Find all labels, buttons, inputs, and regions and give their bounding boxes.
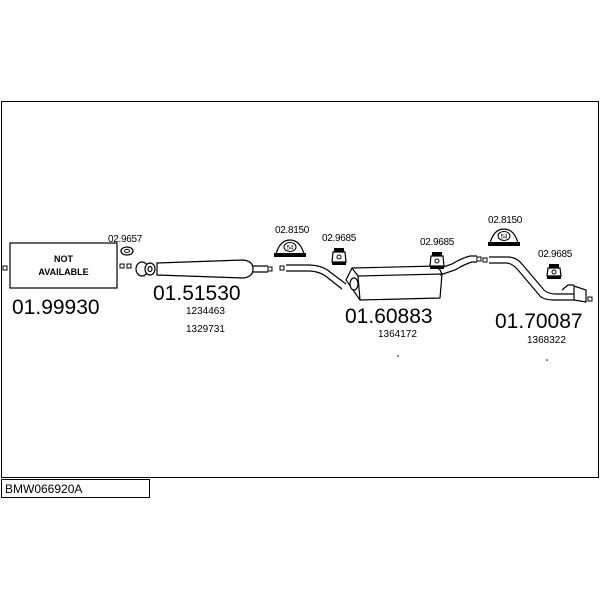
rear-part-number: 01.70087 xyxy=(495,310,583,333)
hanger-accessory-1: 02.9685 xyxy=(322,233,357,265)
mount-accessory-2: 02.8150 54 xyxy=(488,215,523,246)
mark-dot xyxy=(397,355,399,357)
middle-section: 01.60883 1364172 xyxy=(279,255,482,340)
mount-2-badge: 54 xyxy=(501,235,508,241)
hanger-2-part-number: 02.9685 xyxy=(420,237,455,248)
front-connector-left xyxy=(2,265,8,271)
pipe-oe-number-2: 1329731 xyxy=(186,324,225,335)
mount-1-part-number: 02.8150 xyxy=(275,225,310,236)
hanger-accessory-3: 02.9685 xyxy=(538,249,573,279)
hanger-accessory-2: 02.9685 xyxy=(420,237,455,269)
rubber-mount-icon: 54 xyxy=(488,228,520,246)
front-pipe-icon xyxy=(135,259,273,279)
gasket-icon xyxy=(119,246,134,269)
not-available-line1: NOT xyxy=(54,254,74,264)
rear-section: 01.70087 1368322 xyxy=(482,256,593,346)
rubber-hanger-icon xyxy=(546,264,562,279)
pipe-oe-number-1: 1234463 xyxy=(186,306,225,317)
hanger-1-part-number: 02.9685 xyxy=(322,233,357,244)
mark-dot xyxy=(546,359,548,361)
middle-part-number: 01.60883 xyxy=(345,305,433,328)
middle-oe-number-1: 1364172 xyxy=(378,329,417,340)
front-part-number: 01.99930 xyxy=(12,296,100,319)
middle-silencer-icon xyxy=(279,255,482,301)
rubber-hanger-icon xyxy=(331,248,347,265)
mount-2-part-number: 02.8150 xyxy=(488,215,523,226)
front-section: NOT AVAILABLE 01.99930 xyxy=(2,242,118,319)
rubber-mount-icon: 54 xyxy=(274,239,306,257)
rear-pipe-icon xyxy=(482,256,593,303)
pipe-part-number: 01.51530 xyxy=(153,282,241,305)
diagram-frame xyxy=(1,101,599,478)
pipe-section: 01.51530 1234463 1329731 xyxy=(135,259,273,335)
reference-number: BMW066920A xyxy=(5,482,82,496)
mount-1-badge: 54 xyxy=(287,246,294,252)
reference-box xyxy=(1,479,150,498)
hanger-3-part-number: 02.9685 xyxy=(538,249,573,260)
not-available-box xyxy=(9,242,118,289)
not-available-line2: AVAILABLE xyxy=(38,267,88,277)
gasket-accessory: 02.9657 xyxy=(108,234,143,269)
rear-oe-number-1: 1368322 xyxy=(527,335,566,346)
rubber-hanger-icon xyxy=(429,252,445,269)
gasket-part-number: 02.9657 xyxy=(108,234,143,245)
mount-accessory-1: 02.8150 54 xyxy=(274,225,310,257)
